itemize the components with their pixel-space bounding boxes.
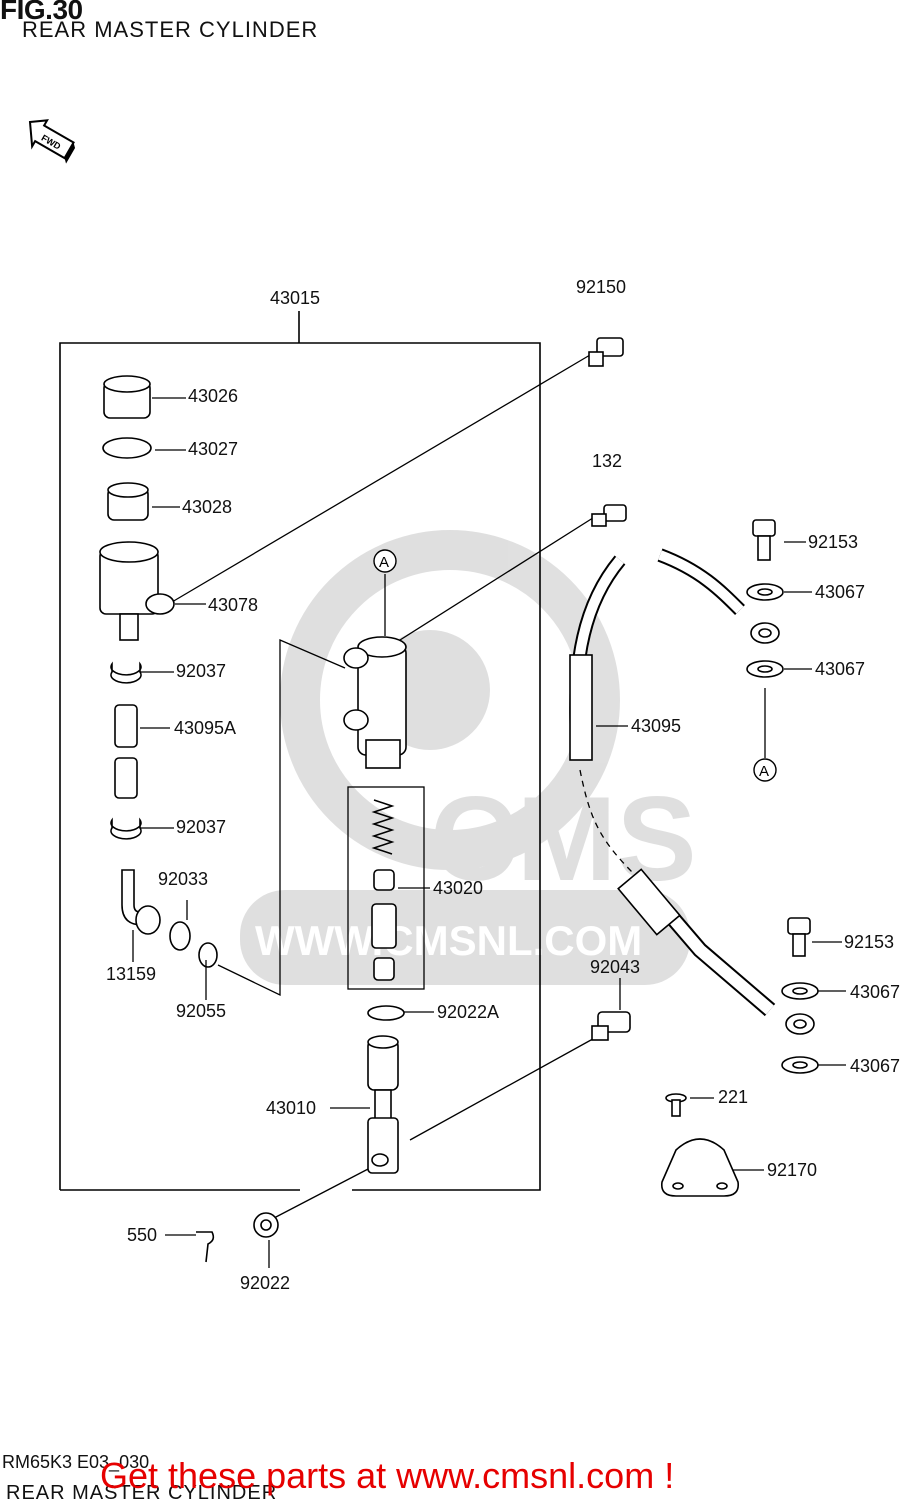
reservoir-hose-icon	[114, 704, 138, 748]
part-label-92055: 92055	[176, 1001, 227, 1021]
part-label-43067: 43067	[850, 982, 901, 1002]
banjo-fittings	[750, 622, 815, 1035]
part-label-43026: 43026	[188, 386, 239, 406]
bolt-icon	[588, 337, 624, 367]
part-label-92022: 92022	[240, 1273, 291, 1293]
circlip-icon	[169, 921, 191, 951]
part-label-43010: 43010	[266, 1098, 317, 1118]
master-cylinder-body-icon	[343, 636, 407, 769]
part-label-43067: 43067	[815, 659, 866, 679]
screw-icon	[665, 1093, 687, 1117]
brake-hose	[569, 548, 776, 1017]
piston-end-icon	[373, 957, 395, 981]
reservoir-icon	[99, 541, 175, 641]
part-label-43078: 43078	[208, 595, 259, 615]
spring-icon	[371, 799, 395, 855]
part-shapes	[99, 337, 819, 1263]
part-label-92037: 92037	[176, 661, 227, 681]
ref-mark-a: A	[759, 763, 769, 780]
circlip-icon	[367, 1005, 405, 1021]
bolt-icon	[591, 504, 627, 527]
part-label-43020: 43020	[433, 878, 484, 898]
part-label-43095A: 43095A	[174, 718, 237, 738]
diaphragm-plate-icon	[102, 437, 152, 459]
part-label-92043: 92043	[590, 957, 641, 977]
part-label-92150: 92150	[576, 277, 627, 297]
banjo-bolt-icon	[752, 519, 776, 561]
figure-number: FIG.30	[0, 0, 83, 25]
part-label-92022A: 92022A	[437, 1002, 500, 1022]
figure-title: REAR MASTER CYLINDER	[22, 17, 319, 42]
part-label-92153: 92153	[808, 532, 859, 552]
part-label-43015: 43015	[270, 288, 321, 308]
leader-lines	[132, 354, 846, 1268]
banjo-bolt-icon	[787, 917, 811, 957]
part-label-43028: 43028	[182, 497, 233, 517]
pin-icon	[591, 1011, 631, 1041]
footer-subtitle: REAR MASTER CYLINDER	[6, 1482, 278, 1504]
part-label-43067: 43067	[815, 582, 866, 602]
part-label-550: 550	[127, 1225, 158, 1245]
fwd-arrow-icon: FWD	[28, 119, 76, 164]
part-label-92170: 92170	[767, 1160, 818, 1180]
o-ring-icon	[198, 942, 218, 968]
cta-link[interactable]: Get these parts at www.cmsnl.com !	[100, 1455, 675, 1496]
part-label-92153: 92153	[844, 932, 895, 952]
part-label-43027: 43027	[188, 439, 239, 459]
part-label-43067: 43067	[850, 1056, 901, 1076]
kit-bracket	[59, 311, 541, 1191]
push-rod-icon	[367, 1035, 399, 1174]
reference-marks	[373, 549, 777, 782]
diagram-code: RM65K3 E03_030	[2, 1452, 150, 1472]
hose-clamp-bracket-icon	[660, 1138, 740, 1197]
part-label-92033: 92033	[158, 869, 209, 889]
cotter-pin-icon	[196, 1231, 215, 1263]
watermark-url: WWW.CMSNL.COM	[255, 917, 642, 964]
reservoir-hose-icon	[114, 757, 138, 799]
hose-clamp-icon	[110, 817, 142, 840]
hose-clamp-icon	[110, 661, 142, 684]
cup-icon	[373, 869, 395, 891]
reservoir-cap-icon	[103, 375, 151, 419]
part-label-13159: 13159	[106, 964, 157, 984]
cmsnl-watermark: CMS WWW.CMSNL.COM	[240, 530, 697, 985]
part-label-43095: 43095	[631, 716, 682, 736]
diaphragm-icon	[107, 482, 149, 521]
part-label-221: 221	[718, 1087, 749, 1107]
part-label-132: 132	[592, 451, 623, 471]
ref-mark-a: A	[379, 554, 389, 571]
part-label-92037: 92037	[176, 817, 227, 837]
piston-icon	[371, 903, 397, 949]
